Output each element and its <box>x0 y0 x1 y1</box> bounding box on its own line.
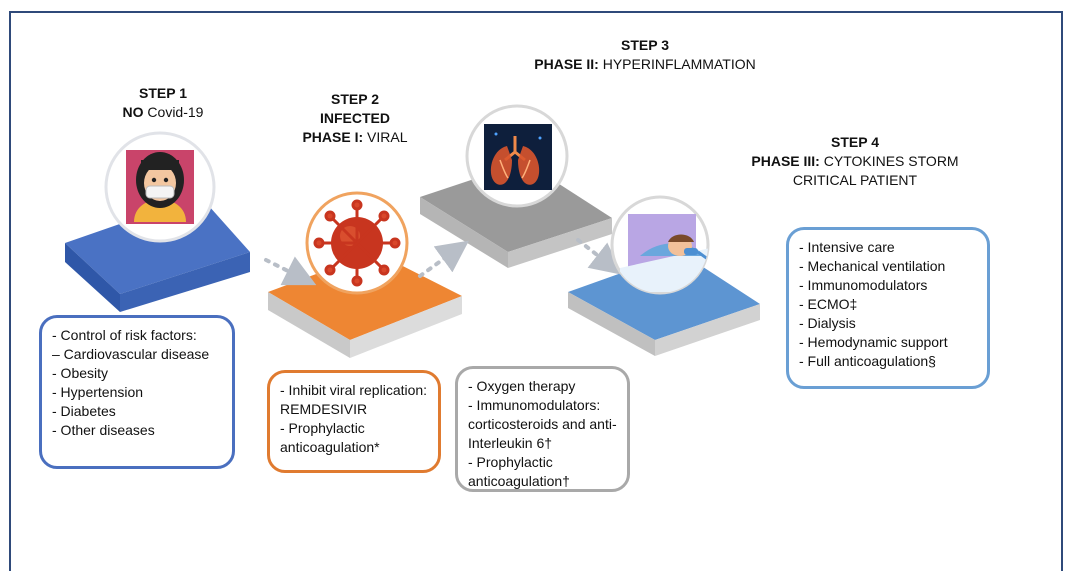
list-item: - Inhibit viral replication: <box>280 382 428 398</box>
list-item: anticoagulation† <box>468 473 570 489</box>
list-item: - Prophylactic <box>468 454 553 470</box>
step-1-heading: STEP 1 NO Covid-19 <box>118 84 208 122</box>
list-item: - Mechanical ventilation <box>799 258 946 274</box>
list-item: - Immunomodulators: <box>468 397 601 413</box>
step-2-phase: PHASE I: VIRAL <box>302 129 408 145</box>
diagram-frame <box>9 11 1063 571</box>
list-item: - Diabetes <box>52 403 116 419</box>
step-4-measures-box: - Intensive care - Mechanical ventilatio… <box>786 227 990 389</box>
step-2-measures-list: - Inhibit viral replication: REMDESIVIR … <box>280 381 428 457</box>
step-3-phase: PHASE II: HYPERINFLAMMATION <box>534 56 756 72</box>
virus-icon <box>305 191 409 295</box>
step-4-heading: STEP 4 PHASE III: CYTOKINES STORM CRITIC… <box>740 133 970 190</box>
step-4-label: STEP 4 <box>831 134 879 150</box>
step-4-subtitle: CRITICAL PATIENT <box>792 172 918 188</box>
step-4-phase: PHASE III: CYTOKINES STORM <box>751 153 959 169</box>
step-3-measures-list: - Oxygen therapy - Immunomodulators: cor… <box>468 377 617 491</box>
step-2-status: INFECTED <box>320 110 390 126</box>
step-1-label: STEP 1 <box>139 85 187 101</box>
list-item: - Other diseases <box>52 422 155 438</box>
list-item: - Hemodynamic support <box>799 334 948 350</box>
step-1-measures-box: - Control of risk factors: – Cardiovascu… <box>39 315 235 469</box>
list-item: - ECMO‡ <box>799 296 858 312</box>
arrow-step1-to-step2 <box>264 256 317 286</box>
masked-person-icon <box>104 131 216 243</box>
list-item: - Oxygen therapy <box>468 378 576 394</box>
step-3-heading: STEP 3 PHASE II: HYPERINFLAMMATION <box>520 36 770 74</box>
list-item: anticoagulation* <box>280 439 380 455</box>
step-2-measures-box: - Inhibit viral replication: REMDESIVIR … <box>267 370 441 473</box>
list-item: REMDESIVIR <box>280 401 368 417</box>
list-item: - Intensive care <box>799 239 895 255</box>
step-3-label: STEP 3 <box>621 37 669 53</box>
step-4-measures-list: - Intensive care - Mechanical ventilatio… <box>799 238 977 371</box>
list-item: - Dialysis <box>799 315 856 331</box>
list-item: - Full anticoagulation§ <box>799 353 936 369</box>
platform-step-4 <box>568 252 760 356</box>
list-item: – Cardiovascular disease <box>52 346 210 362</box>
step-1-measures-list: - Control of risk factors: – Cardiovascu… <box>52 326 222 440</box>
step-2-heading: STEP 2 INFECTED PHASE I: VIRAL <box>300 90 410 147</box>
list-item: - Immunomodulators <box>799 277 928 293</box>
list-item: - Prophylactic <box>280 420 365 436</box>
arrow-step2-to-step3 <box>418 240 469 278</box>
step-1-status: NO Covid-19 <box>122 104 204 120</box>
arrow-step3-to-step4 <box>576 238 623 275</box>
list-item: - Control of risk factors: <box>52 327 197 343</box>
lungs-icon <box>465 104 569 208</box>
step-3-measures-box: - Oxygen therapy - Immunomodulators: cor… <box>455 366 630 492</box>
icu-patient-icon <box>610 195 710 295</box>
list-item: - Obesity <box>52 365 109 381</box>
list-item: Interleukin 6† <box>468 435 553 451</box>
list-item: - Hypertension <box>52 384 144 400</box>
list-item: corticosteroids and anti- <box>468 416 617 432</box>
step-2-label: STEP 2 <box>331 91 379 107</box>
